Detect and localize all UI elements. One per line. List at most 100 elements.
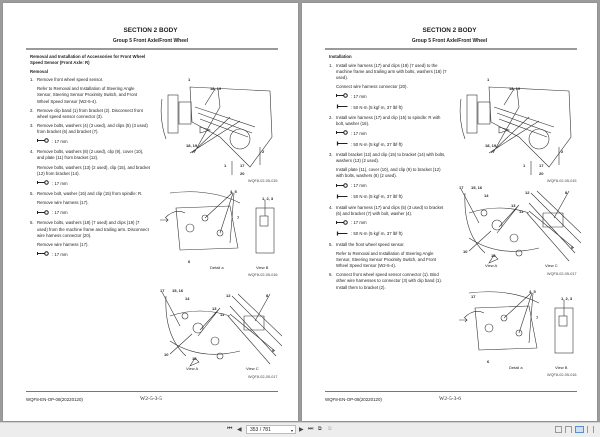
footer-rule <box>325 391 577 392</box>
step-note: Remove wire harness (17). <box>37 241 89 247</box>
figure-code: WQF8-02-05-016 <box>248 273 278 277</box>
step-number: 2. <box>30 108 34 114</box>
step-number: 2. <box>329 115 333 121</box>
tool-spec: : 50 N·m (5 kgf·m, 37 lbf·ft) <box>351 231 403 237</box>
callout-label: 18, 19 <box>485 143 497 148</box>
callout-label: 4, 5 <box>529 289 536 294</box>
step-text: Install the front wheel speed sensor. <box>336 241 405 247</box>
back-view-icon[interactable]: ⧉ <box>318 426 322 432</box>
callout-label: 10 <box>164 352 169 357</box>
view-caption: View C <box>246 366 259 371</box>
step-item: 5.Remove bolt, washer (16) and clip (15)… <box>30 191 150 197</box>
step-item: 2.Install wire harness (17) and clip (15… <box>329 115 449 127</box>
callout-label: 15, 16 <box>471 185 483 190</box>
callout-label: 17 <box>240 163 245 168</box>
last-page-icon[interactable]: ⏭ <box>308 426 314 432</box>
torque-wrench-icon <box>336 141 348 148</box>
page-number-input[interactable]: 353 / 781▾ <box>246 425 296 434</box>
callout-label: 15 <box>192 356 197 361</box>
callout-label: 6 <box>487 359 490 364</box>
first-page-icon[interactable]: ⏮ <box>227 426 233 432</box>
next-page-icon[interactable]: ▶ <box>299 427 304 433</box>
callout-label: 20 <box>539 171 544 176</box>
torque-wrench-icon <box>336 231 348 238</box>
step-text: Install wire harness (17) and clips (5) … <box>336 204 444 216</box>
section-title: SECTION 2 BODY <box>123 27 178 34</box>
figure-code: WQF8-02-05-017 <box>248 375 278 379</box>
step-number: 3. <box>329 152 333 158</box>
step-number: 4. <box>30 149 34 155</box>
group-title: Group 5 Front Axle/Front Wheel <box>411 38 488 44</box>
prev-page-icon[interactable]: ◀ <box>237 427 242 433</box>
single-page-icon[interactable] <box>555 426 562 433</box>
wrench-size-note: : 17 mm <box>37 251 150 258</box>
callout-label: 18, 19 <box>509 86 521 91</box>
step-note: Connect wire harness connector (20). <box>336 83 408 89</box>
step-item: 6.Connect front wheel speed sensor conne… <box>329 272 449 290</box>
view-caption: Detail a <box>509 365 523 370</box>
callout-label: 17 <box>160 288 165 293</box>
view-caption: View A <box>186 366 199 371</box>
step-text: Remove bolt, washer (16) and clip (15) f… <box>37 190 143 196</box>
callout-label: 9 <box>272 348 275 353</box>
step-note: Remove bolts, washers (13) (2 used), cli… <box>37 164 150 176</box>
callout-label: 7 <box>237 215 240 220</box>
wrench-icon <box>336 93 348 100</box>
callout-label: 1 <box>523 163 526 168</box>
callout-label: 4, 5 <box>230 189 237 194</box>
step-number: 6. <box>329 272 333 278</box>
tool-spec: : 17 mm <box>52 138 68 144</box>
callout-label: 13 <box>511 203 516 208</box>
tool-spec: : 50 N·m (5 kgf·m, 37 lbf·ft) <box>351 141 403 147</box>
callout-label: 11 <box>519 209 524 214</box>
page-dropdown-icon[interactable]: ▾ <box>290 428 293 433</box>
callout-label: 17 <box>459 185 464 190</box>
two-page-icon[interactable] <box>575 426 584 433</box>
callout-label: 9 <box>571 245 574 250</box>
step-number: 4. <box>329 204 333 210</box>
callout-label: 2 <box>561 149 564 154</box>
callout-label: 17 <box>471 294 476 299</box>
callout-label: 13 <box>212 306 217 311</box>
step-text: Install wire harness (17) and clip (15) … <box>336 115 441 127</box>
continuous-icon[interactable] <box>565 426 572 433</box>
callout-label: 6 <box>188 259 191 264</box>
wrench-size-note: : 17 mm <box>37 138 150 145</box>
step-text: Connect front wheel speed sensor connect… <box>336 272 443 290</box>
tool-spec: : 17 mm <box>52 251 68 257</box>
wrench-size-note: : 17 mm <box>37 209 150 217</box>
tool-spec: : 17 mm <box>351 130 367 136</box>
wrench-size-note: : 17 mm <box>336 183 449 190</box>
view-caption: View C <box>545 263 558 268</box>
procedure-subheading: Installation <box>329 54 352 59</box>
step-item: 6.Remove bolts, washers (18) (7 used) an… <box>30 220 150 238</box>
footer-doc-code: WQF8-EN-OP-08(20220120) <box>26 397 83 402</box>
step-note: Refer to Removal and Installation of Ste… <box>336 250 437 268</box>
two-page-continuous-icon[interactable] <box>587 426 594 433</box>
callout-label: 1 <box>487 77 490 82</box>
callout-label: 14 <box>484 193 489 198</box>
step-number: 3. <box>30 123 34 129</box>
step-number: 6. <box>30 220 34 226</box>
text-column: Removal and Installation of Accessories … <box>30 54 150 262</box>
procedure-subheading: Removal <box>30 68 48 74</box>
callout-label: 2 <box>262 149 265 154</box>
wrench-icon <box>37 251 49 258</box>
wrench-size-note: : 17 mm <box>336 220 449 227</box>
forward-view-icon[interactable]: ⧉ <box>328 426 332 432</box>
view-caption: View B <box>555 365 568 370</box>
step-number: 1. <box>30 77 34 83</box>
wrench-icon <box>37 180 49 187</box>
wrench-icon <box>37 209 49 217</box>
step-item: 2.Remove clip band (1) from bracket (2).… <box>30 108 150 120</box>
view-caption: Detail a <box>210 265 224 270</box>
callout-label: 18, 19 <box>210 86 222 91</box>
step-number: 5. <box>30 190 34 196</box>
callout-label: 1 <box>224 163 227 168</box>
callout-label: 7 <box>536 315 539 320</box>
wrench-icon <box>336 220 348 227</box>
